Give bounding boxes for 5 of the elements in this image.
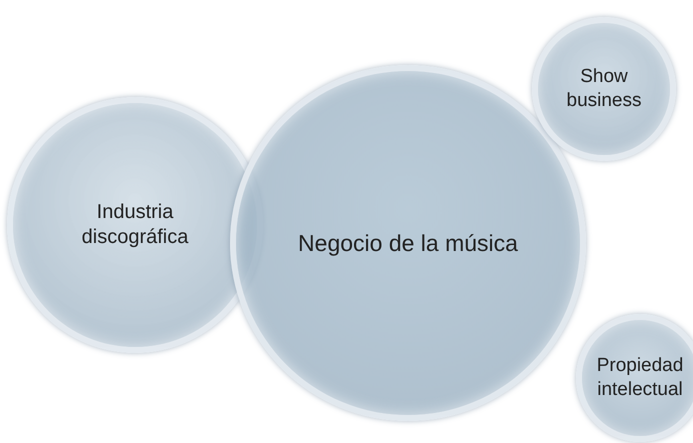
circle-label: Show business <box>566 65 642 113</box>
circle-label: Negocio de la música <box>298 228 518 258</box>
circle-label: Propiedad intelectual <box>596 354 684 402</box>
circle-label: Industria discográfica <box>80 200 190 250</box>
circle <box>576 314 693 442</box>
